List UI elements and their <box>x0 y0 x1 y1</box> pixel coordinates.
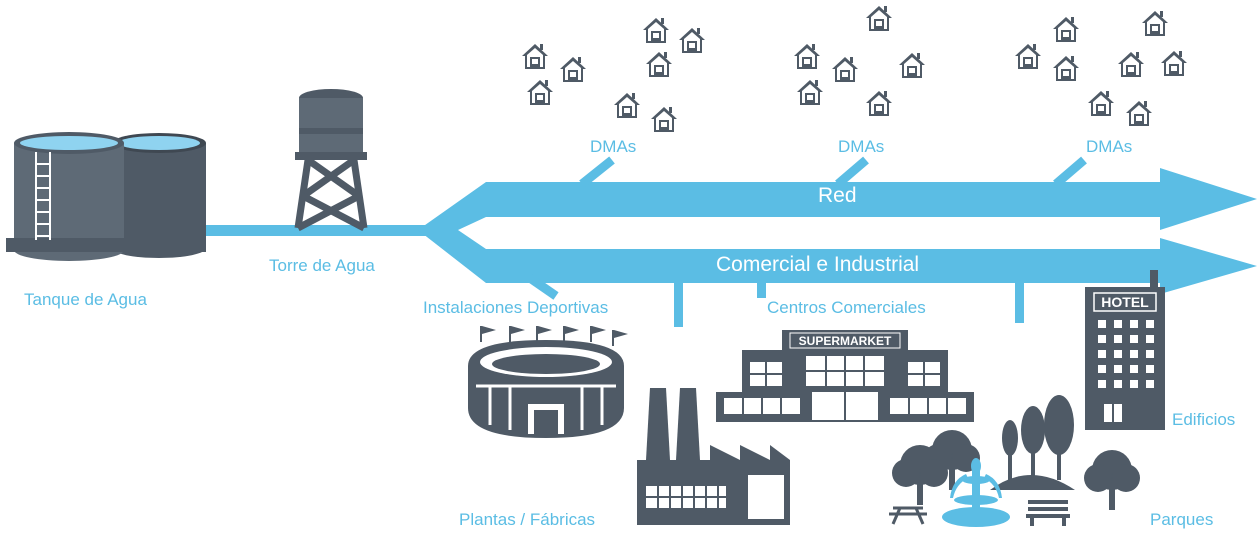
buildings-label: Edificios <box>1172 410 1236 429</box>
tank-label: Tanque de Agua <box>24 290 147 309</box>
stadium-icon <box>468 326 628 438</box>
factory-icon <box>637 388 790 525</box>
factories-label: Plantas / Fábricas <box>459 510 596 529</box>
dma-label-3: DMAs <box>1086 137 1133 156</box>
park-icon <box>889 395 1140 527</box>
houses-dma-1 <box>522 18 705 132</box>
supermarket-icon: SUPERMARKET <box>716 330 974 422</box>
pipe-network <box>195 156 1257 327</box>
dma-label-2: DMAs <box>838 137 885 156</box>
hotel-icon: HOTEL <box>1085 270 1165 430</box>
commercial-label: Comercial e Industrial <box>716 253 920 276</box>
water-tower-icon <box>294 89 368 232</box>
dma-label-1: DMAs <box>590 137 637 156</box>
houses-dma-2 <box>794 6 925 116</box>
sports-label: Instalaciones Deportivas <box>423 298 609 317</box>
tower-label: Torre de Agua <box>269 256 375 275</box>
parks-label: Parques <box>1150 510 1214 529</box>
hotel-sign: HOTEL <box>1101 294 1149 310</box>
water-tank-icon <box>6 132 206 261</box>
network-label: Red <box>818 184 857 207</box>
houses-dma-3 <box>1015 11 1187 126</box>
supermarket-sign: SUPERMARKET <box>799 334 892 348</box>
malls-label: Centros Comerciales <box>767 298 926 317</box>
